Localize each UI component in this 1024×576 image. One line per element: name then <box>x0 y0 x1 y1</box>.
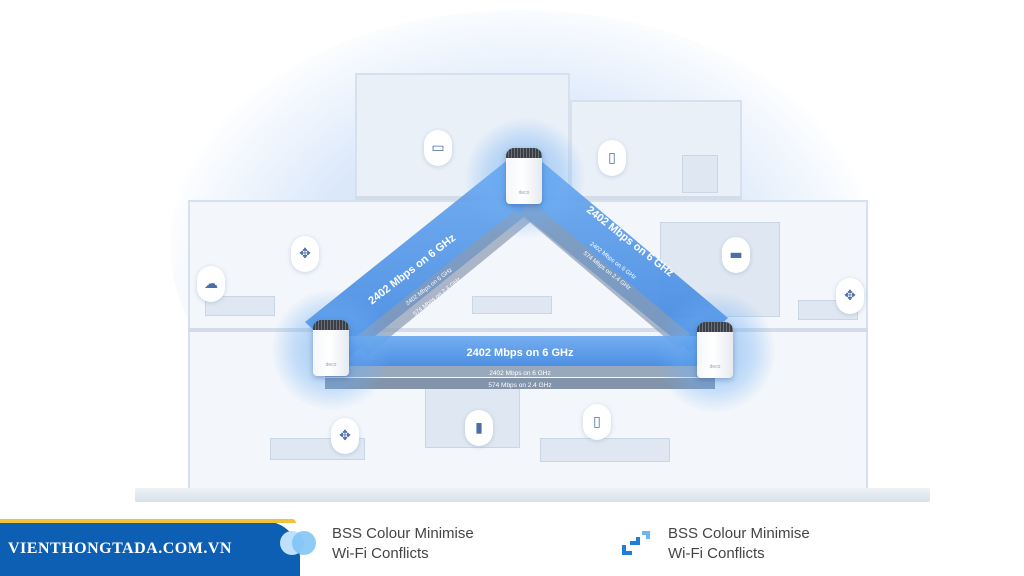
house-base <box>135 488 930 502</box>
gamepad-icon: ✥ <box>331 418 359 454</box>
feature-line-1: BSS Colour Minimise <box>668 525 810 542</box>
mesh-links: 2402 Mbps on 6 GHz 2402 Mbps on 6 GHz 57… <box>305 158 728 389</box>
gamepad-icon: ✥ <box>291 236 319 272</box>
phone-icon: ▯ <box>583 404 611 440</box>
arrows-in-icon <box>622 531 650 555</box>
router-logo: deco <box>709 364 721 370</box>
feature-line-2: Wi-Fi Conflicts <box>668 545 765 562</box>
link-subband-bottom-1 <box>325 366 715 377</box>
link-label-bottom-main: 2402 Mbps on 6 GHz <box>467 347 574 359</box>
shelf <box>682 155 718 193</box>
feature-bss-colour-2: BSS Colour Minimise Wi-Fi Conflicts <box>618 524 810 564</box>
router-logo: deco <box>518 190 530 196</box>
link-subband-left <box>352 196 545 355</box>
feature-text: BSS Colour Minimise Wi-Fi Conflicts <box>668 524 810 564</box>
brand-banner[interactable]: VIENTHONGTADA.COM.VN <box>0 519 300 576</box>
deco-router-top: deco <box>506 148 542 204</box>
gamepad-icon: ✥ <box>836 278 864 314</box>
feature-text: BSS Colour Minimise Wi-Fi Conflicts <box>332 524 474 564</box>
overlapping-circles-icon <box>278 529 318 559</box>
link-label-bottom-sub1: 2402 Mbps on 6 GHz <box>489 370 550 377</box>
feature-bss-colour-1: BSS Colour Minimise Wi-Fi Conflicts <box>278 524 474 564</box>
tablet-icon: ▮ <box>465 410 493 446</box>
dining-table <box>472 296 552 314</box>
brand-text: VIENTHONGTADA.COM.VN <box>8 539 232 557</box>
floor-divider <box>188 328 868 332</box>
link-subband-bottom-2 <box>325 378 715 389</box>
feature-line-2: Wi-Fi Conflicts <box>332 545 429 562</box>
link-subband-right <box>520 200 690 350</box>
deco-router-left: deco <box>313 320 349 376</box>
router-logo: deco <box>325 362 337 368</box>
feature-line-1: BSS Colour Minimise <box>332 525 474 542</box>
phone-icon: ▯ <box>598 140 626 176</box>
desk <box>205 296 275 316</box>
tv-icon: ▬ <box>722 237 750 273</box>
deco-router-right: deco <box>697 322 733 378</box>
kitchen-counter <box>540 438 670 462</box>
cloud-icon: ☁ <box>197 266 225 302</box>
monitor-icon: ▭ <box>424 130 452 166</box>
link-label-bottom-sub2: 574 Mbps on 2.4 GHz <box>488 382 551 389</box>
